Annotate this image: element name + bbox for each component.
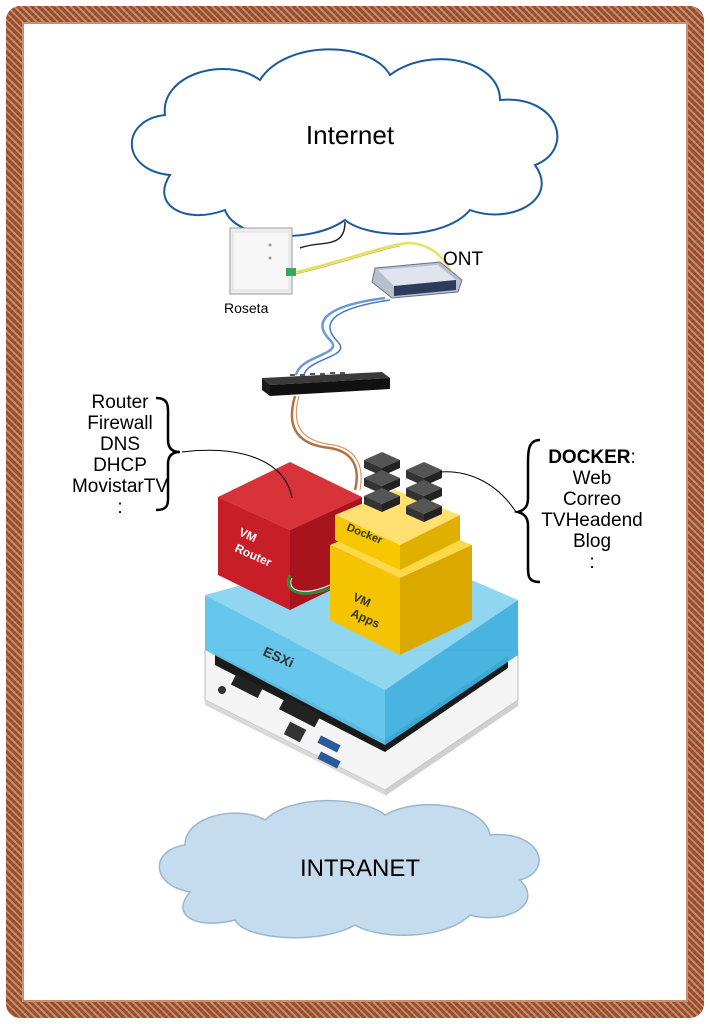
docker-service-item: :	[589, 552, 595, 573]
intranet-cloud	[158, 799, 540, 939]
docker-service-item: TVHeadend	[541, 510, 643, 531]
docker-list-brace	[513, 438, 541, 584]
router-function-item: Firewall	[87, 413, 153, 434]
router-function-item: DNS	[99, 434, 141, 455]
docker-title: DOCKER:	[522, 447, 662, 468]
docker-containers	[364, 452, 442, 522]
vm-router-label-1: VM	[237, 525, 259, 545]
docker-title-text: DOCKER	[548, 447, 631, 468]
internet-label: Internet	[305, 120, 395, 150]
ont-label: ONT	[443, 249, 484, 270]
docker-services-list: DOCKER: Web Correo TVHeadend Blog :	[522, 447, 662, 573]
vm-apps-label-1: VM	[351, 590, 373, 610]
router-functions-list: Router Firewall DNS DHCP MovistarTV :	[60, 392, 180, 518]
router-function-item: DHCP	[93, 455, 147, 476]
ont-device	[371, 261, 463, 299]
router-function-item: Router	[91, 392, 149, 413]
intranet-label: INTRANET	[300, 855, 420, 882]
network-switch	[262, 372, 390, 396]
internet-cloud	[130, 48, 559, 237]
roseta-label: Roseta	[224, 300, 269, 316]
docker-service-item: Blog	[572, 531, 612, 552]
docker-service-item: Correo	[562, 489, 622, 510]
router-functions-brace	[155, 396, 181, 512]
router-function-item: :	[117, 497, 123, 518]
router-function-item: MovistarTV	[71, 476, 169, 497]
docker-title-suffix: :	[630, 447, 636, 468]
roseta-device	[229, 227, 296, 295]
docker-service-item: Web	[572, 468, 612, 489]
